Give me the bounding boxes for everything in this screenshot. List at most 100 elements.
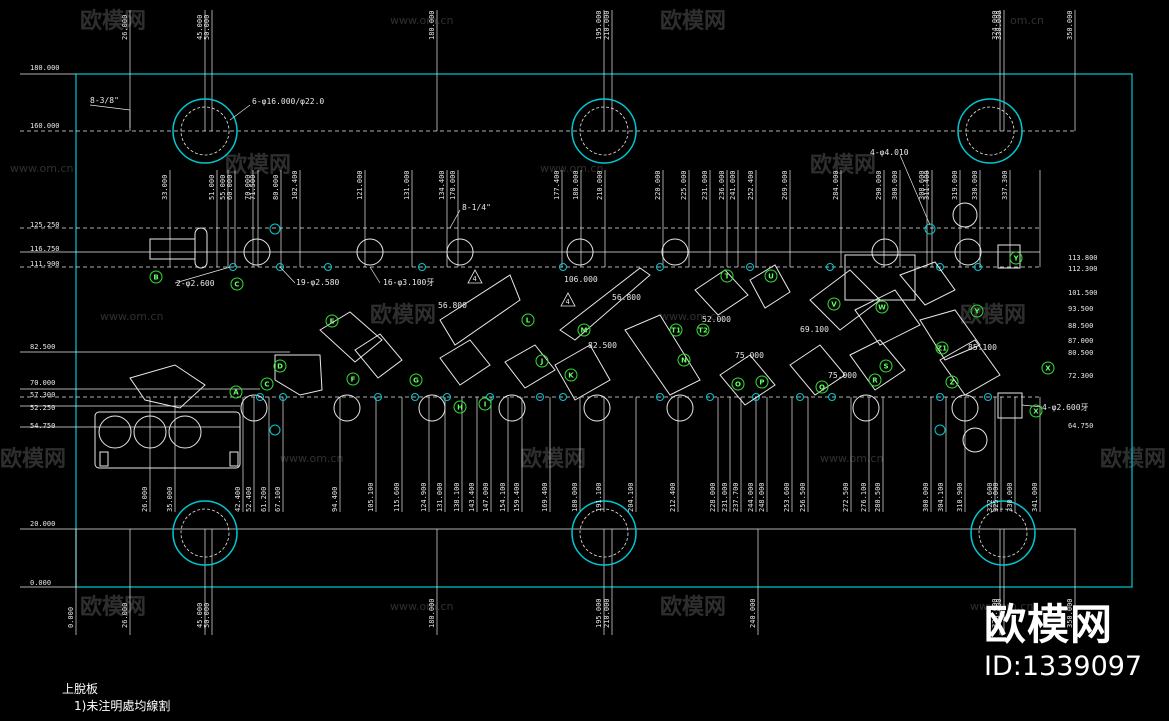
marker-circle bbox=[1029, 404, 1043, 418]
x-dimension: 290.000 bbox=[875, 170, 883, 200]
x-dimension: 70.000 bbox=[244, 175, 252, 200]
x-dimension: 26.000 bbox=[121, 15, 129, 40]
y-dimension: 125.250 bbox=[30, 221, 60, 229]
x-dimension: 212.400 bbox=[669, 482, 677, 512]
guide-hole-bottom-right bbox=[970, 500, 1036, 566]
x-dimension: 115.600 bbox=[393, 482, 401, 512]
marker-circle bbox=[945, 375, 959, 389]
marker-label: U bbox=[768, 273, 774, 281]
drawing-notes: 上脫板 1)未注明處均線割 bbox=[62, 681, 170, 715]
watermark-brand: 欧模网 bbox=[810, 152, 876, 178]
y-dimension: 180.000 bbox=[30, 64, 60, 72]
marker-circle bbox=[827, 297, 841, 311]
callout-small-holes: 4-φ4.010 bbox=[870, 148, 909, 157]
x-dimension: 154.100 bbox=[499, 482, 507, 512]
x-dimension: 350.000 bbox=[1066, 598, 1074, 628]
x-dimension: 252.400 bbox=[747, 170, 755, 200]
marker-circle bbox=[478, 397, 492, 411]
x-dimension: 319.000 bbox=[951, 170, 959, 200]
watermark-brand: 欧模网 bbox=[520, 446, 586, 472]
marker-label: K bbox=[568, 372, 574, 380]
datum-lines bbox=[20, 73, 1076, 588]
x-dimension: 177.400 bbox=[553, 170, 561, 200]
x-dimension: 52.400 bbox=[245, 487, 253, 512]
marker-circle bbox=[696, 323, 710, 337]
marker-label: M bbox=[581, 327, 588, 335]
guide-hole-top-left bbox=[172, 98, 238, 164]
marker-label: Z bbox=[949, 379, 954, 387]
x-dimension: 169.400 bbox=[541, 482, 549, 512]
y-dimension: 88.500 bbox=[1068, 322, 1093, 330]
marker-label: X bbox=[1045, 365, 1051, 373]
x-dimension: 33.000 bbox=[161, 175, 169, 200]
notes-title: 上脫板 bbox=[62, 682, 99, 696]
marker-label: G bbox=[413, 377, 419, 385]
x-dimension: 210.000 bbox=[603, 10, 611, 40]
x-dimension: 147.000 bbox=[482, 482, 490, 512]
x-dimension: 210.000 bbox=[603, 598, 611, 628]
x-dimension: 35.000 bbox=[166, 487, 174, 512]
marker-circle bbox=[677, 353, 691, 367]
watermark-url: www.om.cn bbox=[100, 310, 163, 323]
marker-circle bbox=[1009, 251, 1023, 265]
marker-label: V bbox=[831, 301, 837, 309]
x-dimension: 180.000 bbox=[428, 598, 436, 628]
x-dimension: 26.000 bbox=[121, 603, 129, 628]
x-dimension: 26.000 bbox=[141, 487, 149, 512]
x-dimension: 231.000 bbox=[701, 170, 709, 200]
marker-circle bbox=[764, 269, 778, 283]
y-dimension: 93.500 bbox=[1068, 305, 1093, 313]
x-dimension: 325.000 bbox=[992, 482, 1000, 512]
callout-dim: 82.500 bbox=[588, 341, 617, 350]
callout-dim: 75.000 bbox=[828, 371, 857, 380]
watermark-url: www.om.cn bbox=[390, 600, 453, 613]
x-dimension: 337.300 bbox=[1001, 170, 1009, 200]
x-dimension: 159.400 bbox=[513, 482, 521, 512]
notes-line-1: 1)未注明處均線割 bbox=[74, 699, 171, 713]
x-dimension: 80.000 bbox=[272, 175, 280, 200]
marker-circle bbox=[230, 277, 244, 291]
x-dimension: 284.000 bbox=[832, 170, 840, 200]
x-dimension: 240.000 bbox=[749, 598, 757, 628]
x-dimension: 269.000 bbox=[781, 170, 789, 200]
marker-circle bbox=[346, 372, 360, 386]
callout-guide-holes: 6-φ16.000/φ22.0 bbox=[252, 97, 324, 106]
x-dimension: 105.100 bbox=[367, 482, 375, 512]
x-dimension: 330.000 bbox=[971, 170, 979, 200]
revision-triangle bbox=[467, 269, 483, 284]
callout-text-layer: 8-3/8"6-φ16.000/φ22.08-1/4"4-φ4.0102-φ2.… bbox=[90, 96, 1089, 412]
guide-holes bbox=[172, 98, 1036, 566]
punch-profiles bbox=[94, 227, 1023, 469]
marker-circle bbox=[325, 314, 339, 328]
y-dimension: 54.750 bbox=[30, 422, 55, 430]
x-dimension: 330.000 bbox=[995, 10, 1003, 40]
marker-label: R bbox=[872, 377, 878, 385]
x-dimension: 180.000 bbox=[572, 170, 580, 200]
x-dimension: 220.000 bbox=[654, 170, 662, 200]
y-dimension: 0.000 bbox=[30, 579, 51, 587]
watermark-brand: 欧模网 bbox=[960, 302, 1026, 328]
x-dimension: 195.000 bbox=[595, 598, 603, 628]
asset-id: ID:1339097 bbox=[984, 651, 1143, 682]
x-dimension: 236.000 bbox=[718, 170, 726, 200]
x-dimension: 330.000 bbox=[995, 598, 1003, 628]
callout-tap-top: 8-3/8" bbox=[90, 96, 119, 105]
marker-label: Y bbox=[1012, 255, 1019, 263]
x-dimension: 225.000 bbox=[680, 170, 688, 200]
marker-label: W bbox=[878, 304, 886, 312]
callout-dim: 56.800 bbox=[612, 293, 641, 302]
marker-circle bbox=[260, 377, 274, 391]
marker-label: T1 bbox=[671, 327, 681, 335]
dimension-text-layer: 180.000160.000125.250116.750111.90082.50… bbox=[30, 10, 1098, 628]
watermark-brand: 欧模网 bbox=[0, 446, 66, 472]
callout-dim: 85.100 bbox=[968, 343, 997, 352]
marker-circle bbox=[409, 373, 423, 387]
x-dimension: 71.500 bbox=[249, 175, 257, 200]
revision-number: 4 bbox=[473, 275, 477, 283]
callout-e-holes: 16-φ3.100牙 bbox=[383, 278, 434, 287]
marker-label: H bbox=[457, 404, 463, 412]
x-dimension: 55.000 bbox=[219, 175, 227, 200]
watermark-brand: 欧模网 bbox=[370, 302, 436, 328]
x-dimension: 61.200 bbox=[260, 487, 268, 512]
